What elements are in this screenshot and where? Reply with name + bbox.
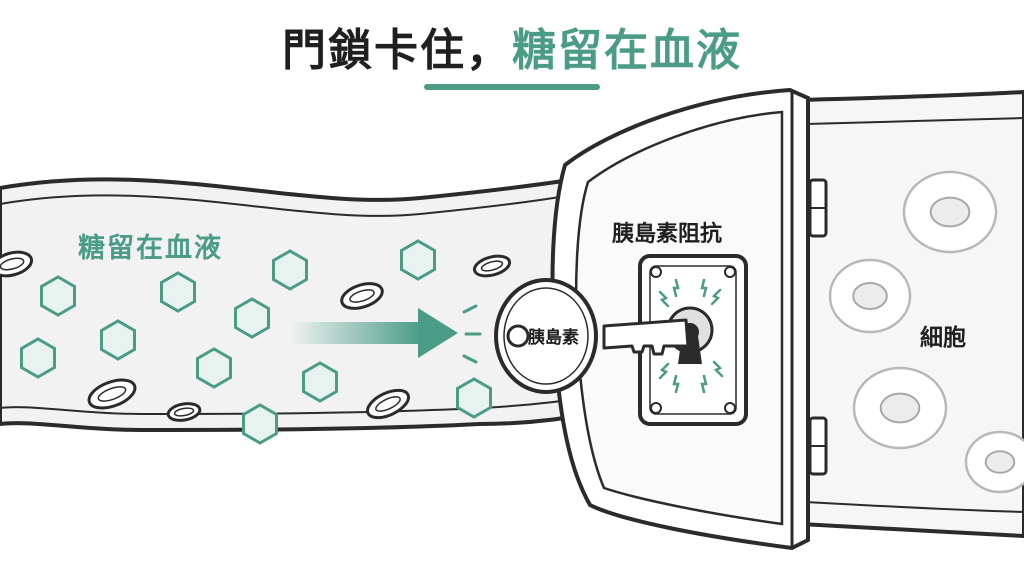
key-icon [494,278,690,394]
disc-icon [0,250,34,278]
disc-icon [472,254,512,278]
hexagon-icon [302,361,338,403]
body-cell [964,430,1024,494]
right-arrow-icon [290,304,482,364]
blood-vessel-label: 糖留在血液 [78,233,223,264]
hexagon-icon [196,347,232,389]
hexagon-icon [400,239,436,281]
body-cell [852,366,948,450]
disc-icon [366,388,410,420]
hexagon-icon [272,249,308,291]
disc-icon [166,402,202,422]
hexagon-icon [160,271,196,313]
hexagon-icon [456,377,492,419]
hexagon-icon [242,403,278,445]
title-part-1: 門鎖卡住， [282,25,512,76]
disc-icon [340,282,384,310]
hexagon-icon [40,275,76,317]
body-cell [828,258,912,334]
title-part-2: 糖留在血液 [512,25,742,76]
insulin-resistance-label: 胰島素阻抗 [612,222,723,247]
hexagon-icon [234,297,270,339]
cell-label: 細胞 [920,325,966,351]
body-cell [902,170,998,254]
key-label: 胰島素 [528,328,579,348]
blood-vessel [0,177,603,433]
hexagon-icon [20,337,56,379]
disc-icon [87,378,137,410]
hinge-icon [808,178,828,476]
page-title: 門鎖卡住，糖留在血液 [0,14,1024,78]
hexagon-icon [100,319,136,361]
title-underline [424,84,600,90]
